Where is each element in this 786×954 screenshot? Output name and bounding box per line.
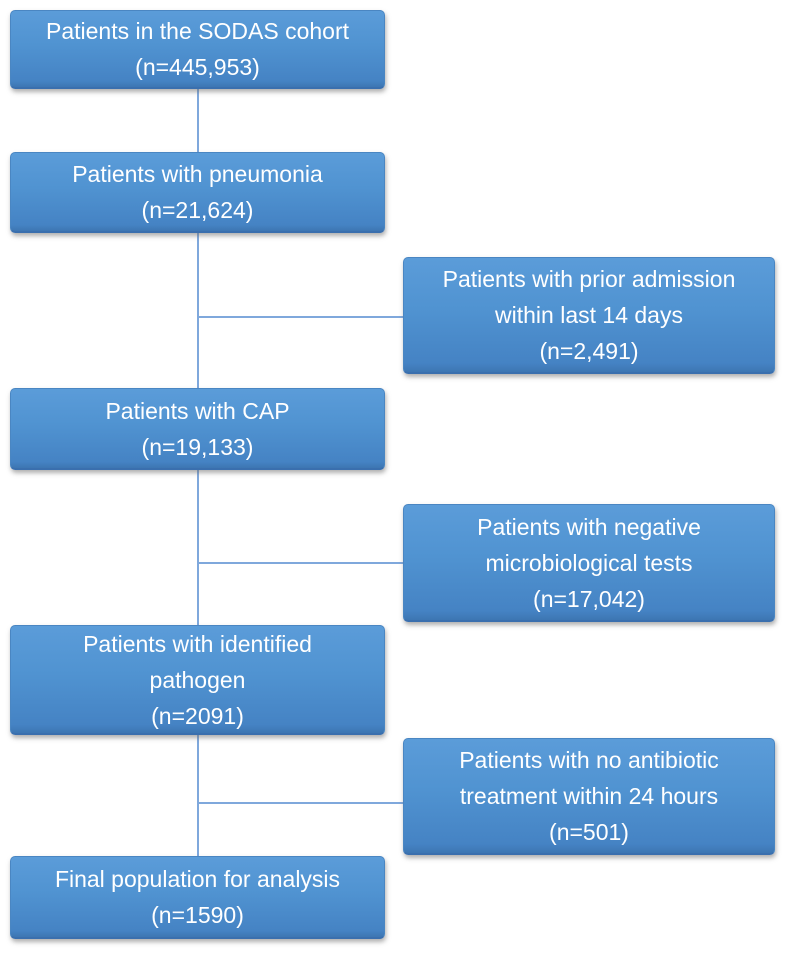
connector-vertical-4 [197, 735, 199, 856]
flow-box-text: Patients with pneumonia [72, 161, 323, 187]
flow-box-count: (n=445,953) [135, 54, 260, 80]
exclusion-box-negative-tests: Patients with negative microbiological t… [403, 504, 775, 622]
flow-box-text: pathogen [149, 666, 246, 693]
flow-box-count: (n=2,491) [539, 338, 639, 364]
connector-branch-1 [198, 316, 403, 318]
flow-box-count: (n=2091) [151, 702, 244, 729]
flow-box-text: Patients with prior admission [442, 266, 736, 292]
flow-box-sodas-cohort: Patients in the SODAS cohort (n=445,953) [10, 10, 385, 89]
flow-box-final-population: Final population for analysis (n=1590) [10, 856, 385, 939]
flow-box-text: microbiological tests [485, 549, 693, 576]
flow-box-text: Patients with no antibiotic [459, 747, 719, 773]
flow-box-count: (n=1590) [151, 902, 244, 928]
connector-branch-2 [198, 562, 403, 564]
flow-box-count: (n=19,133) [141, 433, 254, 460]
flow-box-text: Patients with identified [83, 630, 312, 657]
flow-box-identified-pathogen: Patients with identified pathogen (n=209… [10, 625, 385, 735]
flow-box-text: Patients in the SODAS cohort [46, 18, 349, 44]
flow-box-cap: Patients with CAP (n=19,133) [10, 388, 385, 470]
connector-vertical-1 [197, 89, 199, 152]
flow-box-count: (n=501) [549, 819, 629, 845]
flow-box-text: Final population for analysis [54, 866, 341, 892]
flow-box-text: treatment within 24 hours [459, 783, 719, 809]
flow-box-text: within last 14 days [495, 302, 683, 328]
flow-box-text: Patients with CAP [105, 397, 290, 424]
flow-box-count: (n=21,624) [141, 197, 254, 223]
flow-box-count: (n=17,042) [533, 585, 645, 612]
connector-vertical-3 [197, 470, 199, 625]
exclusion-box-prior-admission: Patients with prior admission within las… [403, 257, 775, 374]
exclusion-box-no-antibiotic: Patients with no antibiotic treatment wi… [403, 738, 775, 855]
connector-vertical-2 [197, 233, 199, 388]
flow-box-text: Patients with negative [477, 513, 701, 540]
flow-box-pneumonia: Patients with pneumonia (n=21,624) [10, 152, 385, 233]
connector-branch-3 [198, 802, 403, 804]
